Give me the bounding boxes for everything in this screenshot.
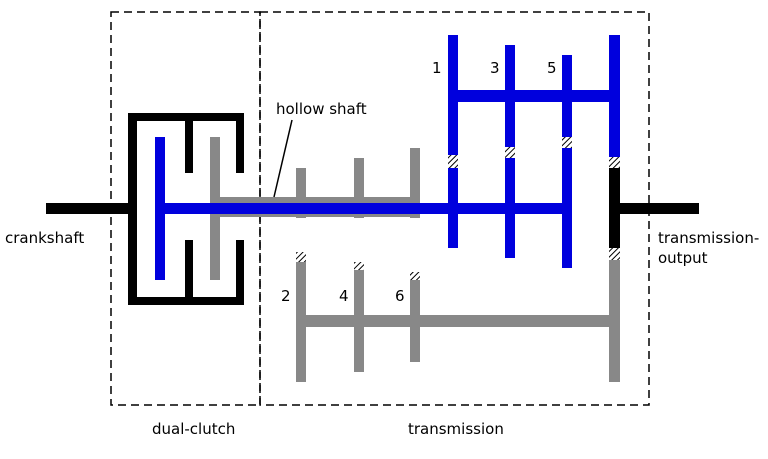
crankshaft-shaft bbox=[46, 203, 132, 214]
gear-4-driver bbox=[354, 158, 364, 218]
odd-gear-system bbox=[155, 35, 620, 280]
gear-5-driver bbox=[562, 148, 572, 268]
odd-countershaft bbox=[448, 90, 620, 102]
transmission-label: transmission bbox=[408, 420, 504, 438]
gear-2-label: 2 bbox=[281, 287, 291, 305]
gear-2-driver bbox=[296, 168, 306, 218]
output-shaft bbox=[609, 168, 699, 248]
gear-5-label: 5 bbox=[547, 59, 557, 77]
crankshaft-label: crankshaft bbox=[5, 229, 84, 247]
dual-clutch-label: dual-clutch bbox=[152, 420, 235, 438]
gear-4-label: 4 bbox=[339, 287, 349, 305]
inner-solid-shaft bbox=[155, 203, 565, 214]
even-countershaft bbox=[296, 315, 616, 327]
hollow-shaft-label: hollow shaft bbox=[276, 100, 367, 118]
gear-3-label: 3 bbox=[490, 59, 500, 77]
gear-6-label: 6 bbox=[395, 287, 405, 305]
even-output-link bbox=[609, 260, 620, 382]
transmission-output-label-line1: transmission- bbox=[658, 229, 759, 247]
clutch-housing bbox=[128, 113, 244, 305]
transmission-output-label-line2: output bbox=[658, 249, 708, 267]
gear-mesh-marks bbox=[296, 137, 620, 280]
gear-3-driver bbox=[505, 158, 515, 258]
gear-6-driver bbox=[410, 148, 420, 218]
gear-1-driver bbox=[448, 168, 458, 248]
even-gear-system bbox=[210, 137, 620, 382]
hollow-shaft-leader bbox=[273, 119, 293, 198]
gear-1-label: 1 bbox=[432, 59, 442, 77]
